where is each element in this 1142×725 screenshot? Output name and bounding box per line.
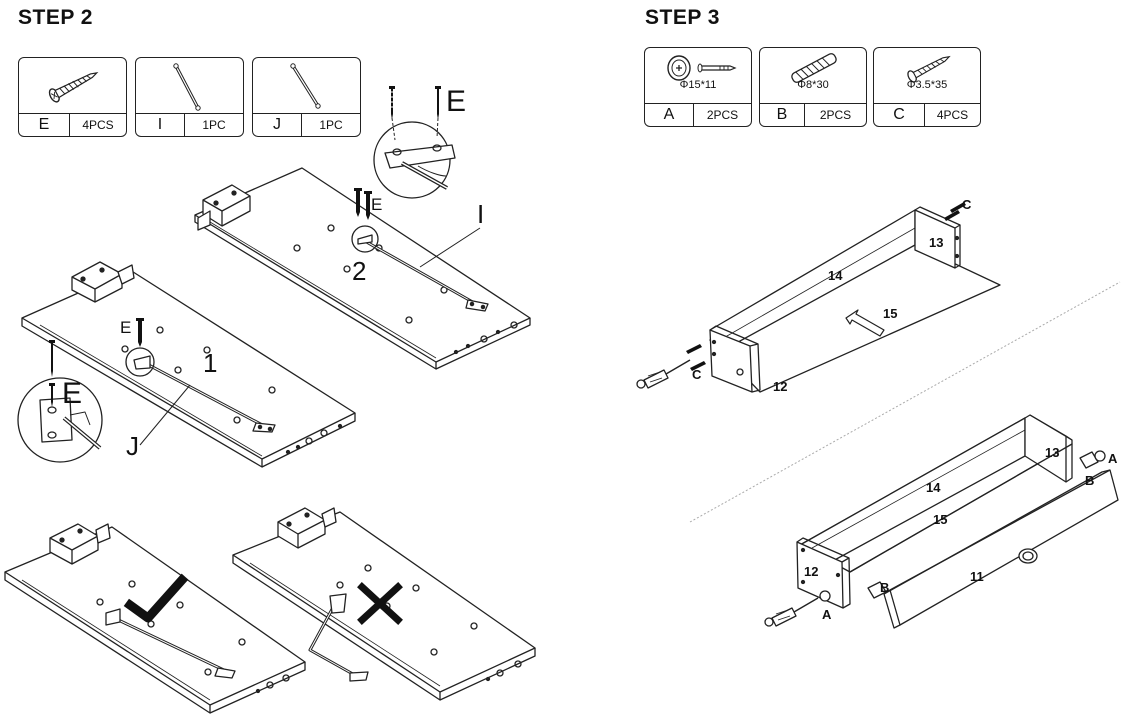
label-14-top: 14 [828,268,843,283]
label-e-1: E [120,318,131,337]
label-14-bottom: 14 [926,480,941,495]
label-c-top: C [962,197,972,212]
label-b-left: B [880,580,889,595]
part-qty: 1PC [202,118,226,132]
part-qty: 2PCS [706,108,739,122]
label-a-left: A [822,607,832,622]
part-qty: 4PCS [82,118,114,132]
part-letter: A [645,104,694,126]
label-a-right: A [1108,451,1118,466]
label-13-bottom: 13 [1045,445,1059,460]
label-12-bottom: 12 [804,564,818,579]
label-e-2: E [371,195,382,214]
screwdriver-icon [764,597,819,627]
part-spec: Φ15*11 [679,79,717,91]
part-letter: E [19,114,70,136]
part-box-e: E 4PCS [18,57,127,137]
label-1: 1 [203,348,217,378]
part-box-a: Φ15*11 A 2PCS [644,47,752,127]
part-letter: I [136,114,185,136]
part-box-j: J 1PC [252,57,361,137]
part-box-b: Φ8*30 B 2PCS [759,47,867,127]
part-letter: C [874,104,925,126]
drawer-upper [709,206,1001,393]
drawer-lower [796,414,1119,629]
label-2: 2 [352,256,366,286]
board-1 [21,261,356,468]
label-15-top: 15 [883,306,897,321]
label-j: J [126,431,139,461]
part-letter: J [253,114,302,136]
label-11: 11 [970,569,984,584]
part-qty: 1PC [319,118,343,132]
part-spec: Φ8*30 [797,79,829,91]
part-qty: 4PCS [936,108,969,122]
board-2 [194,167,531,370]
part-qty: 2PCS [819,108,852,122]
part-box-i: I 1PC [135,57,244,137]
part-box-c: Φ3.5*35 C 4PCS [873,47,981,127]
screw-icon [907,55,951,83]
label-e-detail: E [62,377,82,410]
label-e-top: E [446,85,466,118]
check-icon [123,573,189,623]
label-c-bottom: C [692,367,702,382]
dowel-icon [791,53,837,83]
part-letter: B [760,104,805,126]
label-13-top: 13 [929,235,943,250]
step2-title: STEP 2 [18,6,93,29]
detail-callout-top [373,121,456,199]
screw-icon [48,71,99,103]
detail-callout-bottom [17,377,103,463]
cam-lock-icon [667,55,737,81]
cross-icon [357,582,403,625]
label-15-bottom: 15 [933,512,947,527]
label-b-right: B [1085,473,1094,488]
label-12-top: 12 [773,379,787,394]
rod-icon [290,63,321,109]
part-spec: Φ3.5*35 [906,79,948,91]
screwdriver-icon [636,359,691,389]
step3-title: STEP 3 [645,6,720,29]
label-i: I [477,199,484,229]
rod-icon [173,63,201,111]
